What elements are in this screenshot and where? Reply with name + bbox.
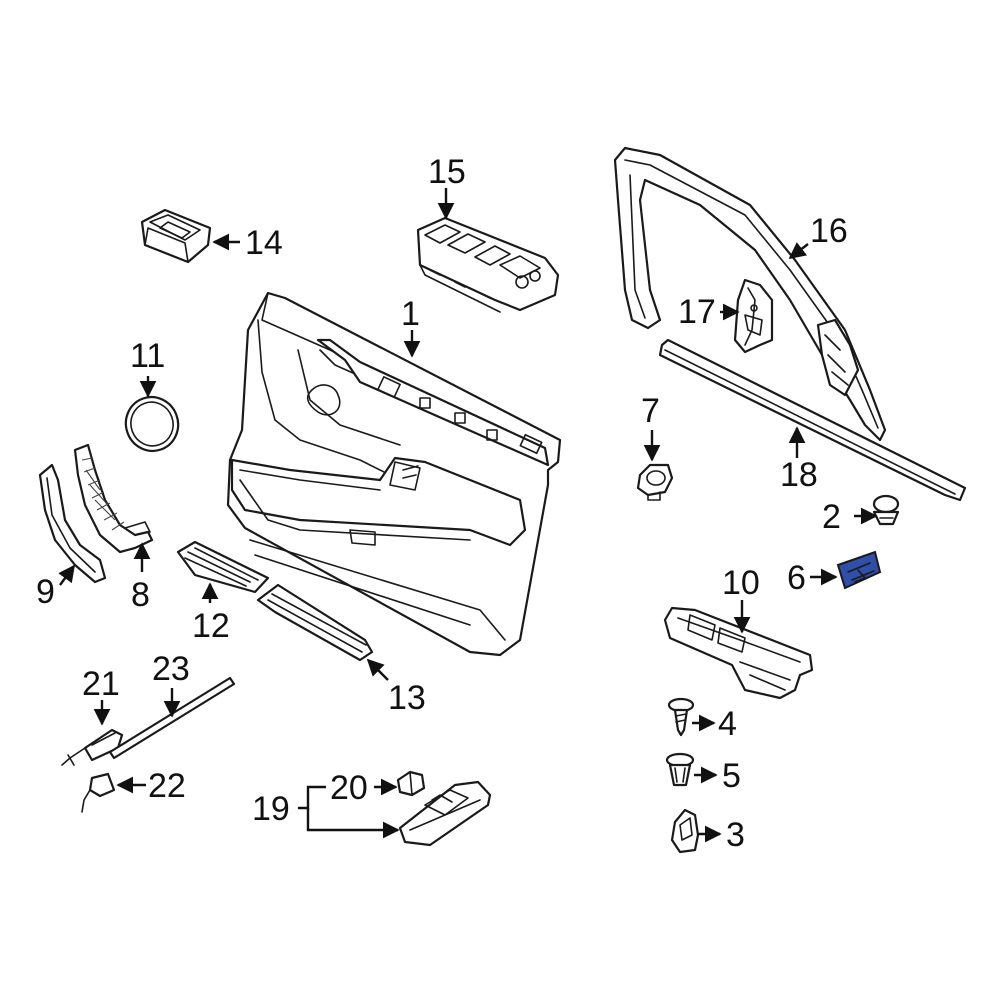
callout-13[interactable]: 13: [388, 679, 426, 717]
speaker-cover-part[interactable]: [118, 390, 185, 459]
callout-1[interactable]: 1: [401, 295, 420, 333]
callout-12[interactable]: 12: [192, 607, 230, 645]
lamp-housing-part[interactable]: [398, 780, 492, 847]
window-belt-molding-part[interactable]: [658, 338, 967, 502]
nut-cover-part[interactable]: [670, 808, 700, 854]
window-frame-trim-part[interactable]: [613, 146, 887, 442]
callout-14[interactable]: 14: [245, 224, 283, 262]
mirror-triangle-cover-part[interactable]: [733, 278, 774, 354]
callout-3[interactable]: 3: [726, 816, 745, 854]
callout-20[interactable]: 20: [330, 769, 368, 807]
callout-17[interactable]: 17: [678, 293, 716, 331]
callout-18[interactable]: 18: [780, 456, 818, 494]
pull-handle-cover-part[interactable]: [38, 463, 107, 584]
callout-7[interactable]: 7: [641, 392, 660, 430]
callout-5[interactable]: 5: [722, 757, 741, 795]
callout-21[interactable]: 21: [82, 665, 120, 703]
lamp-wiring-part[interactable]: [61, 728, 124, 766]
retainer-clip-part[interactable]: [665, 752, 695, 787]
storage-liner-part[interactable]: [176, 540, 270, 594]
master-window-switch-part[interactable]: [416, 216, 560, 313]
callout-16[interactable]: 16: [810, 212, 848, 250]
door-trim-panel-part[interactable]: [226, 291, 562, 657]
map-pocket-trim-part[interactable]: [256, 583, 374, 662]
push-clip-part[interactable]: [872, 494, 900, 526]
callout-labels: 1 2 3 4 5 6 7 8 9 10 11 12 13 14 15 16 1…: [36, 153, 848, 854]
highlighted-bracket-part[interactable]: [836, 550, 882, 590]
callout-4[interactable]: 4: [718, 705, 737, 743]
connector-part[interactable]: [81, 772, 116, 813]
armrest-trim-part[interactable]: [663, 606, 814, 700]
callout-10[interactable]: 10: [722, 564, 760, 602]
callout-2[interactable]: 2: [822, 498, 841, 536]
callout-15[interactable]: 15: [428, 153, 466, 191]
callout-19[interactable]: 19: [252, 790, 290, 828]
bracket-part[interactable]: [636, 463, 674, 501]
screw-part[interactable]: [667, 697, 695, 737]
callout-11[interactable]: 11: [130, 337, 165, 375]
callout-6[interactable]: 6: [787, 559, 806, 597]
bulb-part[interactable]: [396, 770, 426, 797]
callout-8[interactable]: 8: [131, 576, 150, 614]
callout-22[interactable]: 22: [148, 767, 186, 805]
pull-handle-part[interactable]: [73, 443, 154, 554]
seal-strip-part[interactable]: [108, 676, 236, 760]
callout-23[interactable]: 23: [152, 650, 190, 688]
callout-9[interactable]: 9: [36, 573, 55, 611]
leader-lines: [58, 188, 878, 843]
single-window-switch-part[interactable]: [140, 208, 212, 264]
